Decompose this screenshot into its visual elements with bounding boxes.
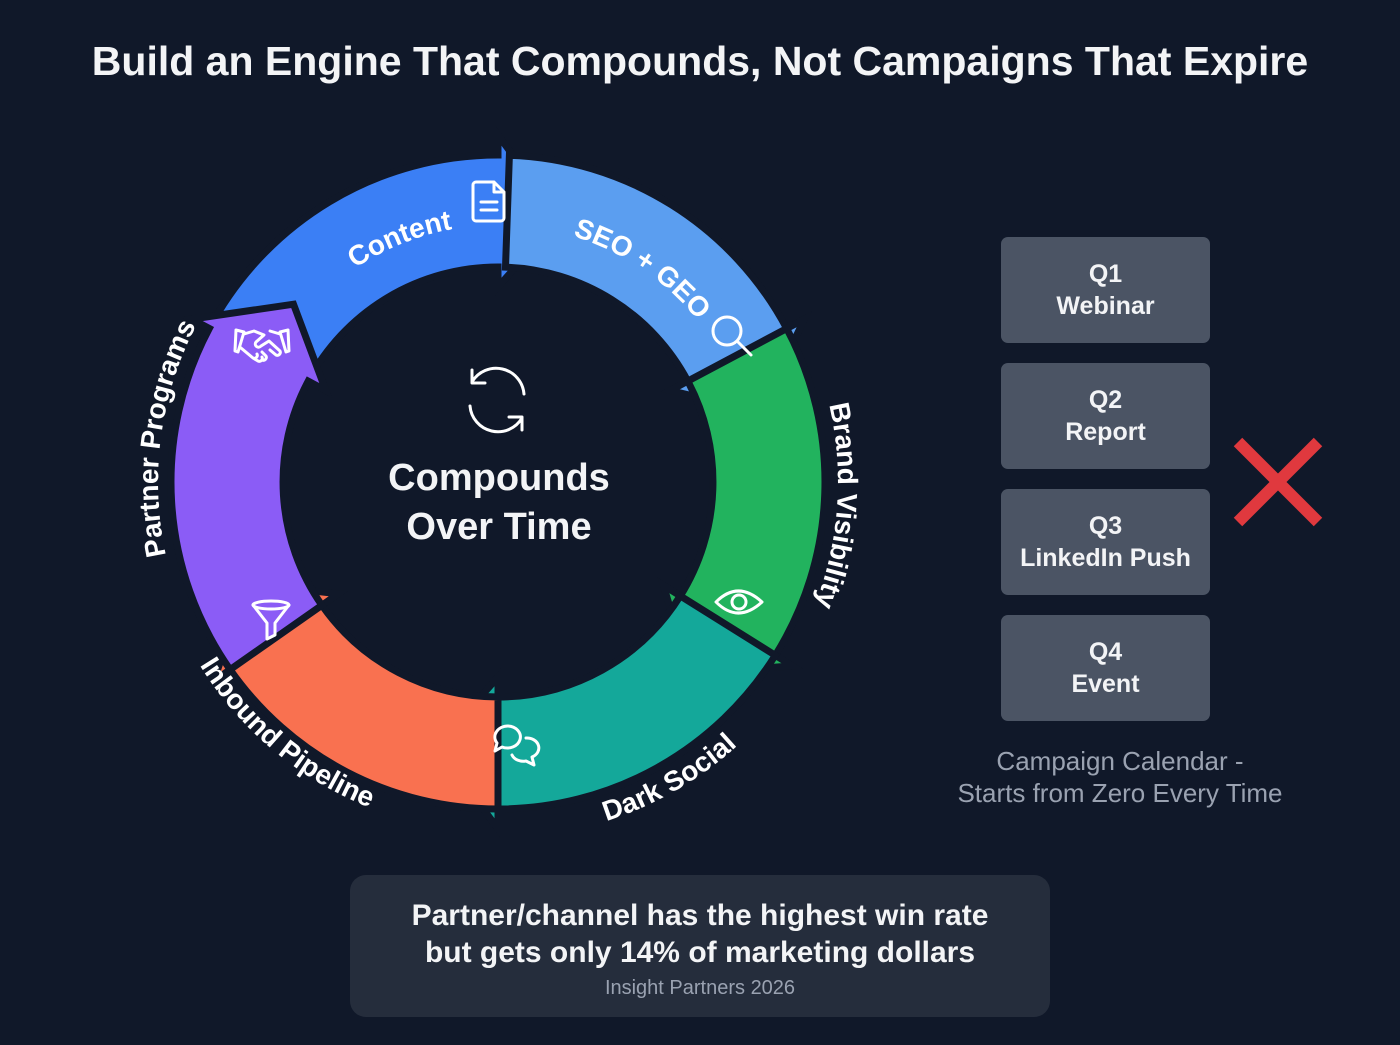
calendar-item-q4: Q4 Event: [1001, 615, 1210, 721]
chat-icon: [493, 724, 541, 767]
center-label-line2: Over Time: [406, 506, 591, 548]
quarter-label: Q1: [1088, 260, 1123, 288]
refresh-icon: [468, 366, 526, 434]
calendar-item-q2: Q2 Report: [1001, 363, 1210, 469]
campaign-name: Report: [1065, 418, 1146, 446]
eye-icon: [714, 589, 764, 615]
callout-line1: Partner/channel has the highest win rate: [411, 899, 989, 932]
campaign-name: LinkedIn Push: [1020, 544, 1191, 572]
quarter-label: Q3: [1088, 512, 1123, 540]
cycle-segment-seo-geo: [501, 151, 813, 416]
quarter-label: Q4: [1088, 638, 1123, 666]
handshake-icon: [233, 328, 291, 363]
center-label-line1: Compounds: [388, 457, 610, 499]
caption-line1: Campaign Calendar -: [996, 746, 1244, 776]
page-title: Build an Engine That Compounds, Not Camp…: [91, 38, 1309, 84]
calendar-item-q1: Q1 Webinar: [1001, 237, 1210, 343]
campaign-name: Webinar: [1056, 292, 1155, 320]
x-mark-icon: [1233, 437, 1323, 527]
calendar-caption: Campaign Calendar - Starts from Zero Eve…: [920, 745, 1320, 809]
quarter-label: Q2: [1088, 386, 1123, 414]
cycle-segment-brand-visibility: [657, 323, 829, 678]
calendar-item-q3: Q3 LinkedIn Push: [1001, 489, 1210, 595]
cycle-segment-inbound-pipeline: [207, 579, 502, 813]
cycle-segment-dark-social: [432, 591, 781, 840]
caption-line2: Starts from Zero Every Time: [957, 778, 1283, 808]
search-icon: [711, 315, 753, 357]
callout-box: Partner/channel has the highest win rate…: [350, 875, 1050, 1017]
document-icon: [471, 180, 506, 223]
callout-line2: but gets only 14% of marketing dollars: [424, 936, 976, 969]
funnel-icon: [251, 599, 291, 641]
callout-source: Insight Partners 2026: [604, 977, 796, 999]
campaign-name: Event: [1071, 670, 1140, 698]
cycle-segment-partner-programs: [167, 300, 333, 675]
